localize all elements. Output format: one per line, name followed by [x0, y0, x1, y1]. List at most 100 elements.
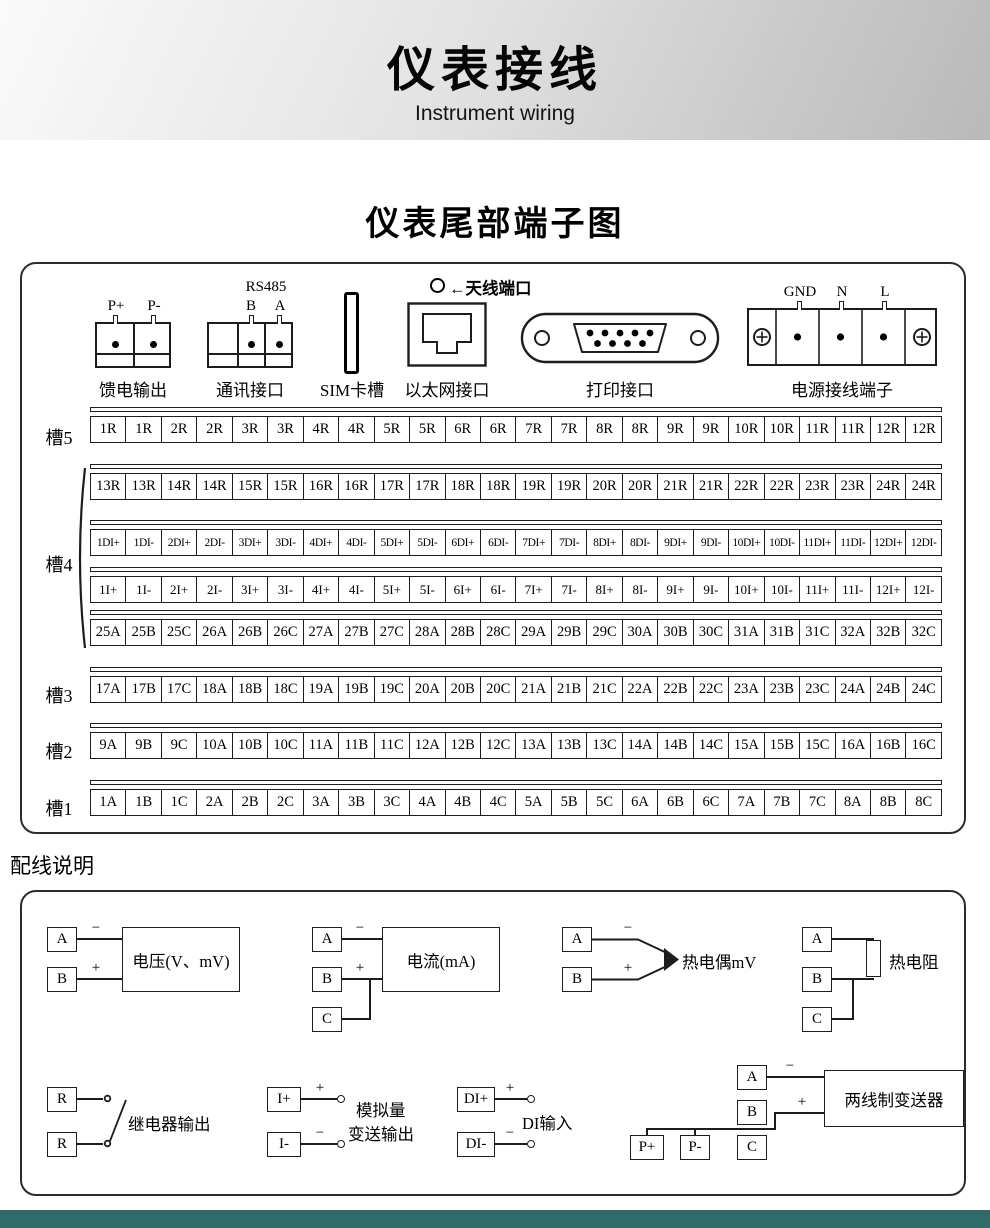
terminal-cell: 2B [231, 790, 267, 815]
terminal-cell: 2DI- [196, 530, 231, 555]
thermocouple-label: 热电偶mV [682, 953, 757, 972]
terminal-cell: 24C [905, 677, 940, 702]
terminal-cell: 11I- [834, 577, 870, 602]
terminal-cell: 6A [621, 790, 657, 815]
terminal-cell: 17A [95, 681, 121, 697]
terminal-cell: 17R [373, 474, 409, 499]
analog-output-label-line2: 变送输出 [348, 1125, 414, 1144]
terminal-cell: 29A [515, 620, 550, 645]
page-header: 仪表接线 Instrument wiring [0, 0, 990, 140]
terminal-box: P- [680, 1135, 710, 1160]
wire [369, 978, 371, 1020]
terminal-cell: 16R [338, 474, 373, 499]
rtd-label: 热电阻 [889, 953, 939, 972]
terminal-cell: 32A [834, 620, 870, 645]
terminal-box: B [562, 967, 592, 992]
plus-sign: + [797, 1094, 807, 1110]
page-title: 仪表接线 [386, 44, 603, 97]
analog-output-label-line1: 模拟量 [356, 1101, 406, 1120]
terminal-cell: 3DI- [267, 530, 302, 555]
terminal-cell: 22R [763, 474, 799, 499]
transmitter-box: 两线制变送器 [824, 1070, 964, 1127]
terminal-cell: 32C [905, 620, 940, 645]
terminal-cell: 10A [196, 733, 231, 758]
terminal-cell: 3I+ [231, 577, 267, 602]
power-terminal-caption: 电源接线端子 [791, 381, 893, 400]
divider [97, 353, 169, 355]
terminal-cell: 16R [302, 474, 338, 499]
terminal-cell: 7C [799, 790, 834, 815]
terminal-cell: 8DI+ [586, 530, 621, 555]
terminal-cell: 19R [515, 474, 550, 499]
terminal-cell: 27A [302, 620, 338, 645]
terminal-strip-i: 1I+1I-2I+2I-3I+3I-4I+4I-5I+5I-6I+6I-7I+7… [90, 567, 942, 603]
terminal-cell: 14B [657, 733, 692, 758]
terminal-cell: 23R [834, 474, 870, 499]
sim-card-slot [344, 292, 359, 374]
terminal-cell: 11B [338, 733, 373, 758]
terminal-cell: 12B [444, 733, 480, 758]
voltage-input-box: 电压(V、mV) [122, 927, 240, 992]
terminal-cell: 11R [834, 417, 870, 442]
terminal-cell: 31B [763, 620, 799, 645]
wire [342, 1018, 370, 1020]
terminal-cell: 9R [692, 417, 728, 442]
terminal-cell: 18R [444, 474, 480, 499]
terminal-circle [527, 1140, 535, 1148]
wire [646, 1128, 776, 1130]
terminal-box: A [47, 927, 77, 952]
terminal-cell: 14A [621, 733, 657, 758]
pin-label-gnd: GND [783, 284, 817, 300]
terminal-cell: 2R [196, 417, 231, 442]
terminal-cell: 11C [373, 733, 409, 758]
terminal-circle [337, 1140, 345, 1148]
terminal-cell: 10DI- [763, 530, 799, 555]
screw-terminal-dot [276, 341, 283, 348]
terminal-cell: 15R [267, 474, 302, 499]
terminal-cell: 10R [763, 417, 799, 442]
terminal-cell: 22C [692, 677, 728, 702]
terminal-cell: 31C [799, 620, 834, 645]
plus-sign: + [91, 960, 101, 976]
terminal-cell: 19A [302, 677, 338, 702]
terminal-cell: 4R [302, 417, 338, 442]
terminal-cell: 20R [621, 474, 657, 499]
terminal-cell: 24A [834, 677, 870, 702]
slot3-label: 槽3 [45, 686, 73, 706]
terminal-cell: 21C [586, 677, 621, 702]
terminal-cell: 3I- [267, 577, 302, 602]
terminal-cell: 4C [479, 790, 515, 815]
terminal-cell: 2DI+ [160, 530, 196, 555]
terminal-cell: 6R [444, 417, 480, 442]
terminal-cell: 23B [763, 677, 799, 702]
terminal-cell: 27C [373, 620, 409, 645]
wire [852, 978, 854, 1020]
terminal-cell: 1C [160, 790, 196, 815]
terminal-cell: 8DI- [621, 530, 657, 555]
terminal-cell: 5A [515, 790, 550, 815]
wire [774, 1112, 776, 1130]
terminal-cell: 21A [515, 677, 550, 702]
terminal-box: A [802, 927, 832, 952]
slot1-label: 槽1 [45, 799, 73, 819]
terminal-pin [839, 301, 844, 310]
terminal-rail [90, 667, 942, 672]
minus-sign: − [91, 920, 101, 936]
terminal-cell: 29C [586, 620, 621, 645]
terminal-cell: 30A [621, 620, 657, 645]
antenna-port-icon [430, 278, 445, 293]
terminal-box: A [737, 1065, 767, 1090]
terminal-cell: 8C [905, 790, 940, 815]
feed-output-connector: P+ P- [95, 298, 171, 368]
terminal-box: C [737, 1135, 767, 1160]
terminal-cell: 10B [231, 733, 267, 758]
pin-label-p-minus: P- [147, 298, 161, 314]
terminal-cell: 18A [196, 677, 231, 702]
left-arrow-icon: ← [449, 279, 466, 298]
terminal-cell: 2A [196, 790, 231, 815]
terminal-box: C [312, 1007, 342, 1032]
